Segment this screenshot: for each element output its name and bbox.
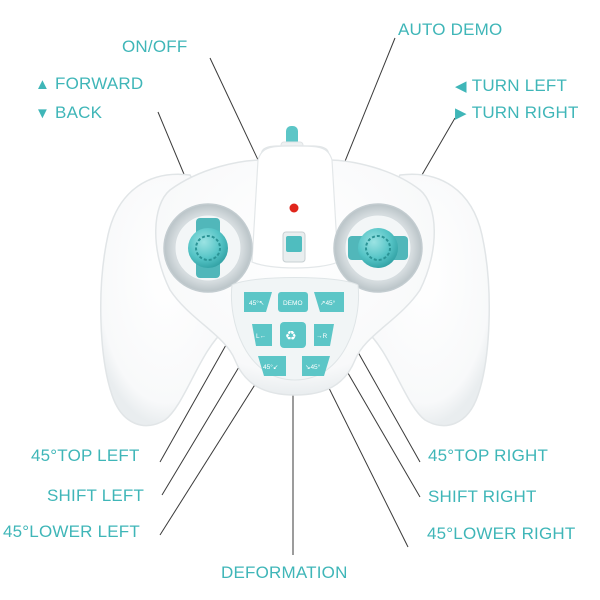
btn-top-left[interactable]: 45°↖ [244, 292, 272, 312]
arrow-left-icon: ◀ [455, 78, 467, 95]
btn-top-right-label: ↗45° [320, 299, 336, 307]
btn-demo-label: DEMO [283, 300, 303, 307]
btn-lower-left[interactable]: 45°↙ [258, 356, 286, 376]
btn-shift-right-label: →R [316, 333, 328, 340]
deformation-robot-icon: ♻ [285, 329, 297, 344]
btn-deformation[interactable]: ♻ [280, 322, 306, 348]
label-lower-right-45: 45°LOWER RIGHT [427, 524, 576, 543]
btn-lower-left-label: 45°↙ [263, 363, 278, 371]
label-back: ▼BACK [35, 103, 103, 122]
label-shift-right: SHIFT RIGHT [428, 487, 537, 506]
leader-lower-right [317, 365, 409, 548]
power-led [289, 203, 299, 213]
btn-top-right[interactable]: ↗45° [314, 292, 344, 312]
label-deformation: DEFORMATION [221, 563, 348, 582]
label-top-right-45: 45°TOP RIGHT [428, 446, 549, 465]
left-joystick[interactable] [163, 203, 253, 293]
label-turn-right: ▶TURN RIGHT [455, 103, 579, 122]
btn-shift-left-label: L← [256, 333, 266, 340]
btn-lower-right-label: ↘45° [305, 363, 321, 371]
btn-shift-left[interactable]: L← [252, 324, 272, 346]
label-top-left-45: 45°TOP LEFT [31, 446, 140, 465]
power-switch[interactable] [282, 231, 306, 263]
btn-shift-right[interactable]: →R [314, 324, 334, 346]
btn-lower-right[interactable]: ↘45° [302, 356, 330, 376]
arrow-up-icon: ▲ [35, 76, 51, 93]
label-on-off: ON/OFF [122, 37, 188, 56]
label-shift-left: SHIFT LEFT [47, 486, 145, 505]
leader-lower-left [159, 363, 269, 536]
label-forward: ▲FORWARD [35, 74, 144, 93]
label-turn-left: ◀TURN LEFT [455, 76, 568, 95]
btn-top-left-label: 45°↖ [249, 299, 264, 307]
label-lower-left-45: 45°LOWER LEFT [3, 522, 140, 541]
right-joystick[interactable] [333, 203, 423, 293]
btn-demo[interactable]: DEMO [278, 292, 308, 312]
label-auto-demo: AUTO DEMO [398, 20, 503, 39]
arrow-right-icon: ▶ [455, 105, 467, 122]
arrow-down-icon: ▼ [35, 105, 51, 122]
